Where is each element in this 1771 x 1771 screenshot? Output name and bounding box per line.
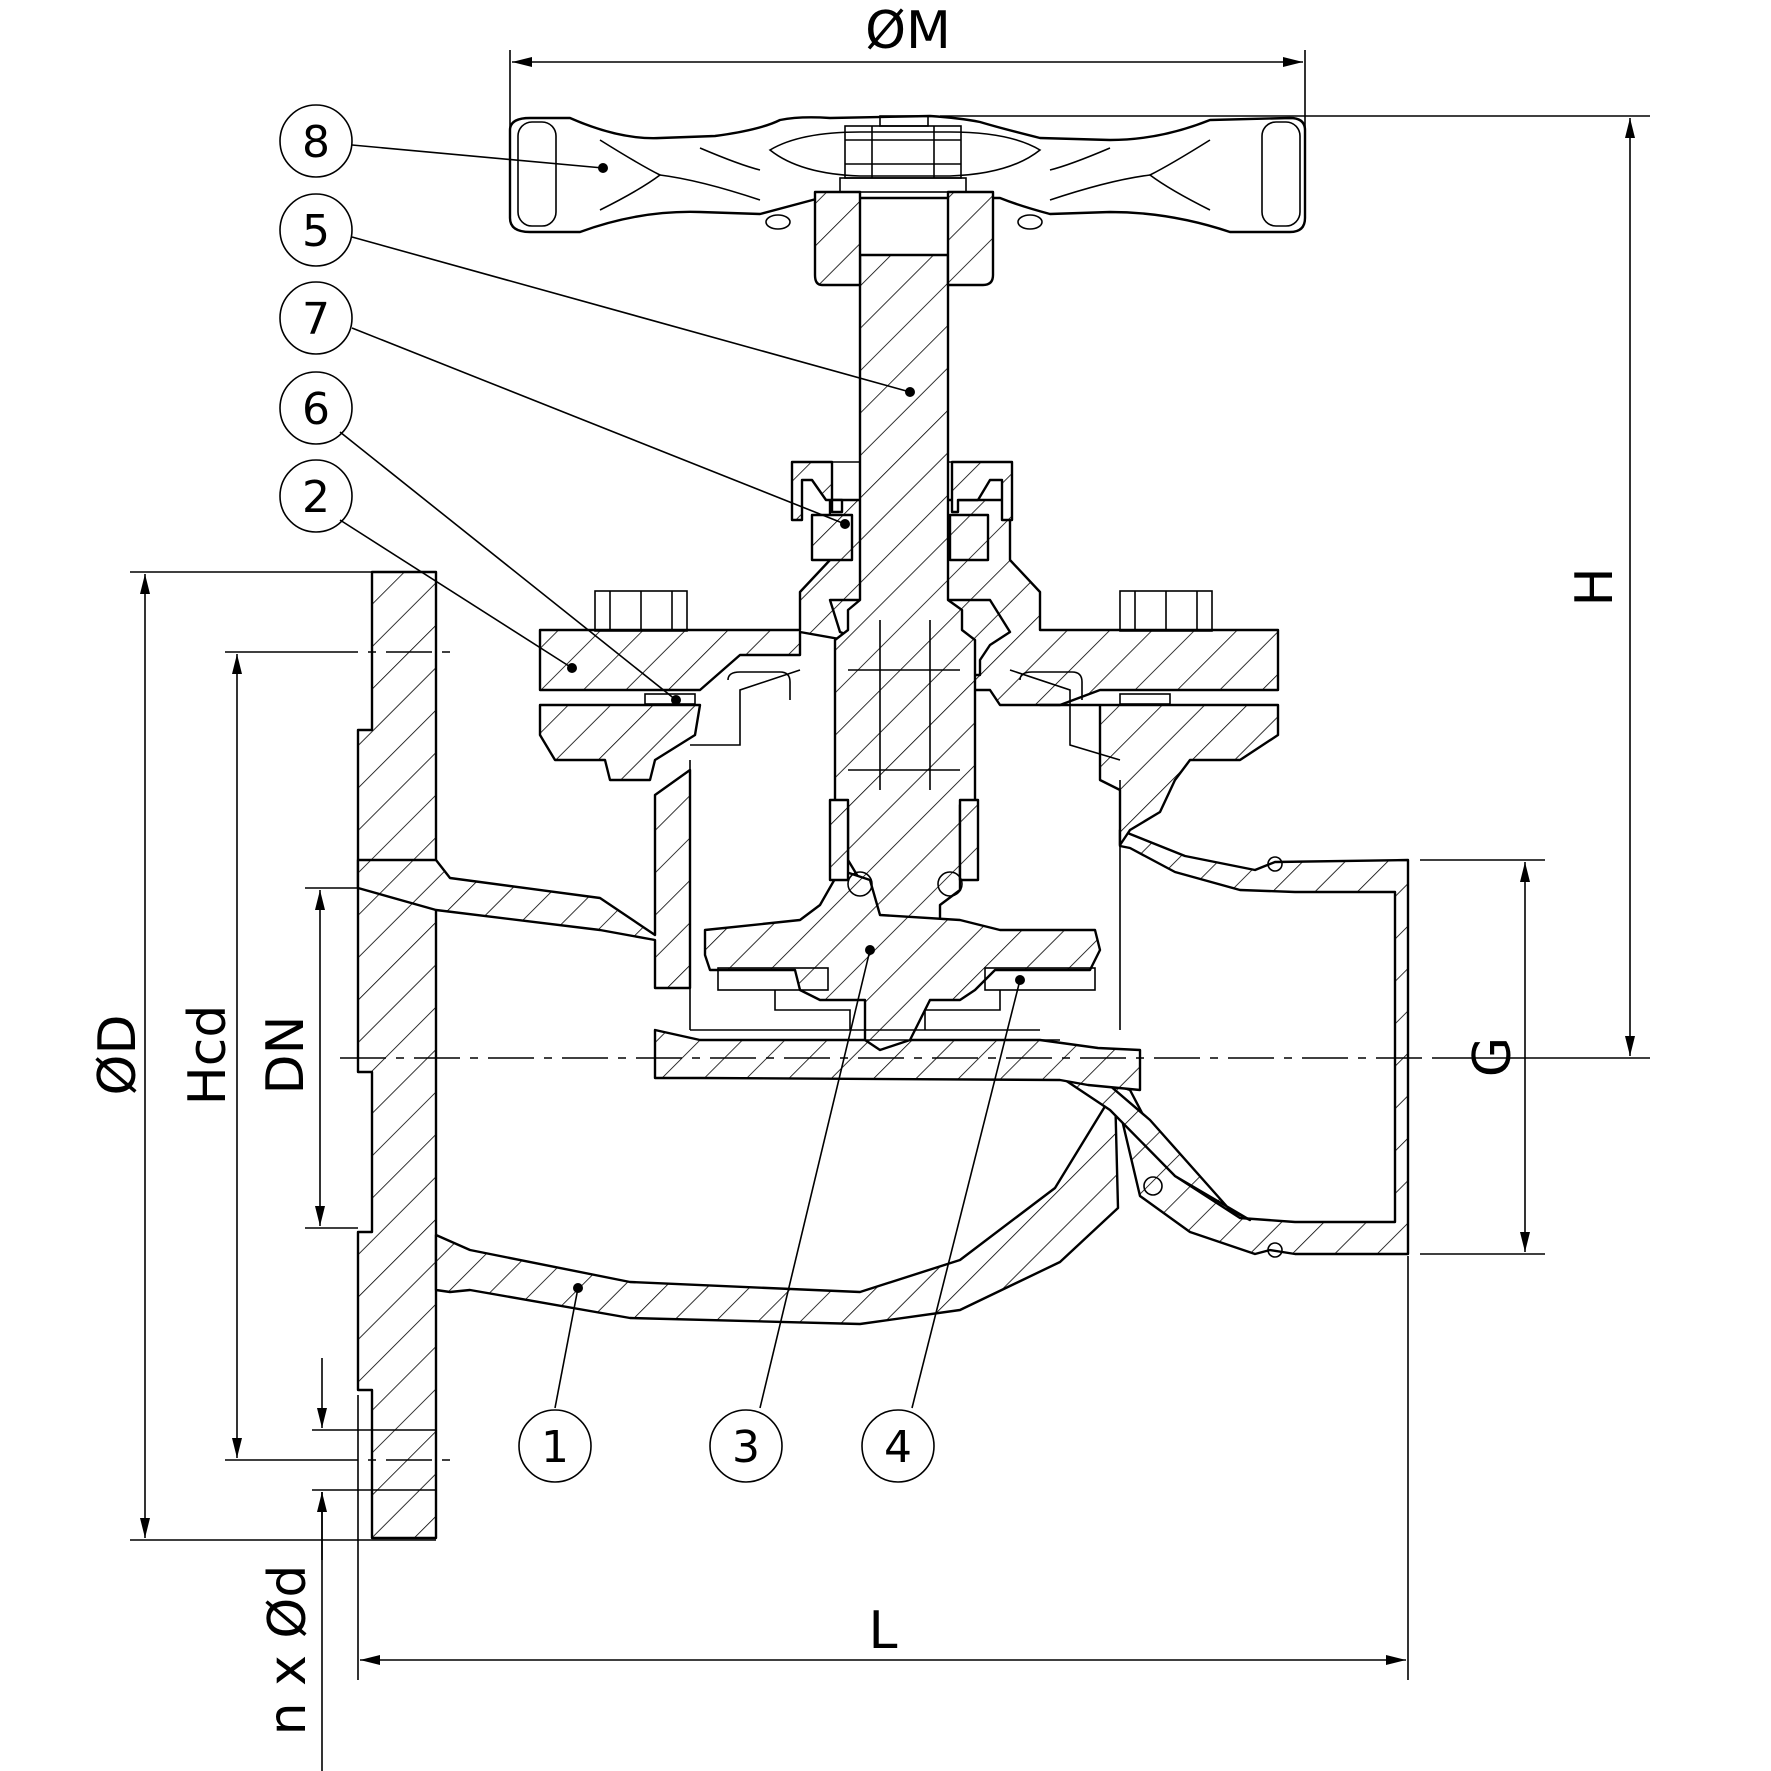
part-leaders: [339, 144, 1025, 1409]
part-bubble-3: 3: [709, 1409, 783, 1483]
dimension-labels: ØM H G ØD Hcd DN n x Ød L: [88, 1, 1625, 1735]
part-bubbles: 8 5 7 6 2 1 3 4: [279, 104, 935, 1483]
part-bubble-8: 8: [279, 104, 353, 178]
handwheel-nut: [839, 115, 967, 193]
part-bubble-6: 6: [279, 371, 353, 445]
dim-label-hcd: Hcd: [178, 1005, 238, 1106]
part-bubble-5: 5: [279, 193, 353, 267]
bonnet-bolt-right: [1119, 590, 1213, 632]
svg-text:2: 2: [302, 472, 330, 523]
part-bubble-7: 7: [279, 281, 353, 355]
dim-label-m: ØM: [865, 1, 951, 61]
svg-text:7: 7: [302, 294, 330, 345]
part-bubble-2: 2: [279, 459, 353, 533]
svg-text:1: 1: [541, 1422, 569, 1473]
svg-text:4: 4: [884, 1422, 912, 1473]
dim-label-l: L: [869, 1601, 898, 1661]
center-lines: [312, 651, 1440, 1461]
dimension-lines: [130, 50, 1650, 1771]
dim-label-dn: DN: [256, 1016, 316, 1095]
part-bubble-1: 1: [518, 1409, 592, 1483]
o-ring-left: [847, 871, 873, 897]
bonnet-bolt-left: [594, 590, 688, 632]
dim-label-g: G: [1463, 1037, 1523, 1077]
part-bubble-4: 4: [861, 1409, 935, 1483]
svg-text:3: 3: [732, 1422, 760, 1473]
dim-label-holes: n x Ød: [258, 1565, 318, 1736]
svg-text:5: 5: [302, 206, 330, 257]
o-ring-right: [937, 871, 963, 897]
bonnet-gasket: [644, 693, 696, 705]
svg-text:6: 6: [302, 384, 330, 435]
handwheel: [508, 114, 1307, 287]
dim-label-h: H: [1565, 567, 1625, 606]
svg-text:8: 8: [302, 117, 330, 168]
seat-rings: [690, 967, 1096, 1041]
dim-label-d: ØD: [88, 1015, 148, 1096]
